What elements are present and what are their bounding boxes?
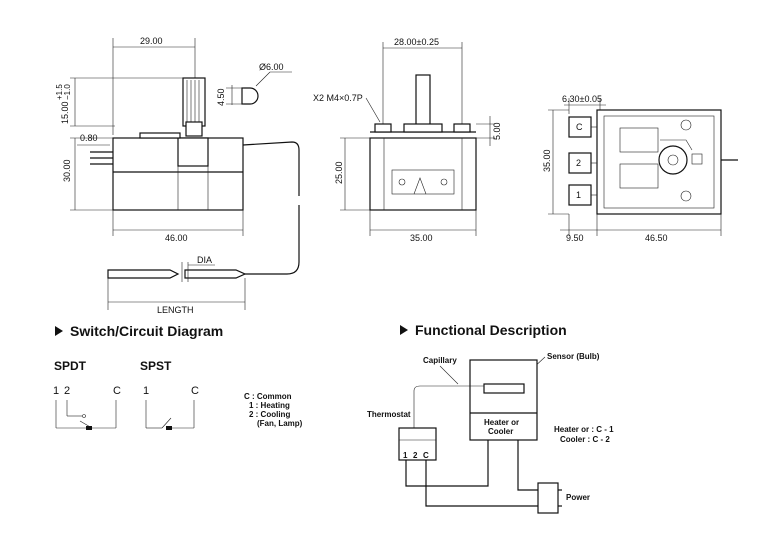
- terminal-label-c: C: [576, 122, 583, 132]
- sensor-label: Sensor (Bulb): [547, 352, 600, 361]
- power-label: Power: [566, 493, 590, 502]
- capillary-tube: [242, 141, 300, 196]
- spdt-symbol: [55, 400, 117, 430]
- screw-icon: [680, 119, 692, 131]
- screw-icon: [680, 190, 692, 202]
- note-cooler: Cooler : C - 2: [560, 435, 610, 444]
- switch-housing: [177, 137, 209, 167]
- dim-front-height: 25.00: [334, 161, 344, 184]
- side-view: 29.00 15.00 +1.5 −1.0 4.50 Ø6.00: [55, 36, 300, 315]
- thermostat-body-front: [369, 137, 477, 211]
- spst-title: SPST: [140, 359, 172, 373]
- wire: [405, 458, 489, 487]
- dim-width-top: 29.00: [140, 36, 163, 46]
- device-label-1: Heater or: [484, 418, 519, 427]
- spst-pin-1: 1: [143, 385, 149, 397]
- spdt-title: SPDT: [54, 359, 87, 373]
- shaft-section-icon: [241, 87, 259, 105]
- thermostat-pin-c: C: [423, 451, 429, 460]
- legend-heating: 1 : Heating: [249, 401, 290, 410]
- legend-cooling: 2 : Cooling: [249, 410, 290, 419]
- spdt-pin-c: C: [113, 385, 121, 397]
- cam-icon: [658, 145, 688, 175]
- capillary-label: Capillary: [423, 356, 457, 365]
- sensor-bulb-box: [483, 383, 525, 394]
- legend-fan-lamp: (Fan, Lamp): [257, 419, 303, 428]
- dim-shaft-tol-plus: +1.5: [55, 84, 64, 100]
- dim-back-width: 46.50: [645, 233, 668, 243]
- wire: [425, 460, 538, 507]
- dim-flat-height: 4.50: [216, 88, 226, 106]
- thermostat-label: Thermostat: [367, 410, 411, 419]
- dim-tab-height: 5.00: [492, 122, 502, 140]
- sensor-bulb: [107, 269, 180, 279]
- switch-circuit-section: Switch/Circuit Diagram SPDT SPST 1 2 C 1…: [53, 323, 303, 430]
- functional-section: Functional Description Capillary Sensor …: [367, 322, 614, 514]
- wire: [517, 458, 538, 491]
- sensor-bulb: [184, 269, 247, 279]
- dim-body-height: 30.00: [62, 159, 72, 182]
- spdt-pin-1: 1: [53, 385, 59, 397]
- dim-front-width: 35.00: [410, 233, 433, 243]
- shaft-collar: [185, 121, 203, 137]
- spst-symbol: [145, 400, 195, 430]
- heater-cooler-box: [469, 359, 538, 441]
- power-plug-icon: [537, 482, 559, 514]
- legend-common: C : Common: [244, 392, 292, 401]
- note-heater: Heater or : C - 1: [554, 425, 614, 434]
- front-view: 28.00±0.25 X2 M4×0.7P 5.00 25.00 35.00: [313, 37, 502, 243]
- dim-shaft-tol-minus: −1.0: [63, 84, 72, 100]
- dim-body-width: 46.00: [165, 233, 188, 243]
- capillary-line: [413, 385, 484, 430]
- terminal-label-2: 2: [576, 158, 581, 168]
- dim-bulb-diameter: DIA: [197, 255, 212, 265]
- dim-mount-span: 28.00±0.25: [394, 37, 439, 47]
- dim-terminal-length: 9.50: [566, 233, 584, 243]
- back-view: 6.30±0.05 C 2 1 35.00 9.50 46.50: [542, 94, 738, 243]
- screw-icon: [398, 178, 406, 186]
- switch-heading: Switch/Circuit Diagram: [70, 323, 223, 339]
- functional-heading: Functional Description: [415, 322, 567, 338]
- triangle-bullet-icon: [400, 325, 408, 335]
- capillary-tube: [245, 205, 300, 275]
- spst-pin-c: C: [191, 385, 199, 397]
- spdt-pin-2: 2: [64, 385, 70, 397]
- terminal-label-1: 1: [576, 190, 581, 200]
- device-label-2: Cooler: [488, 427, 513, 436]
- thermostat-box: [398, 427, 437, 461]
- shaft-front: [415, 74, 431, 126]
- dim-shaft-height: 15.00: [60, 101, 70, 124]
- thermostat-pin-2: 2: [413, 451, 418, 460]
- dim-screw: X2 M4×0.7P: [313, 93, 363, 103]
- shaft: [182, 77, 206, 127]
- thermostat-pin-1: 1: [403, 451, 408, 460]
- triangle-bullet-icon: [55, 326, 63, 336]
- dim-length: LENGTH: [157, 305, 194, 315]
- dim-back-height: 35.00: [542, 149, 552, 172]
- dim-tab-width: 6.30±0.05: [562, 94, 602, 104]
- screw-icon: [440, 178, 448, 186]
- dim-shaft-diameter: Ø6.00: [259, 62, 284, 72]
